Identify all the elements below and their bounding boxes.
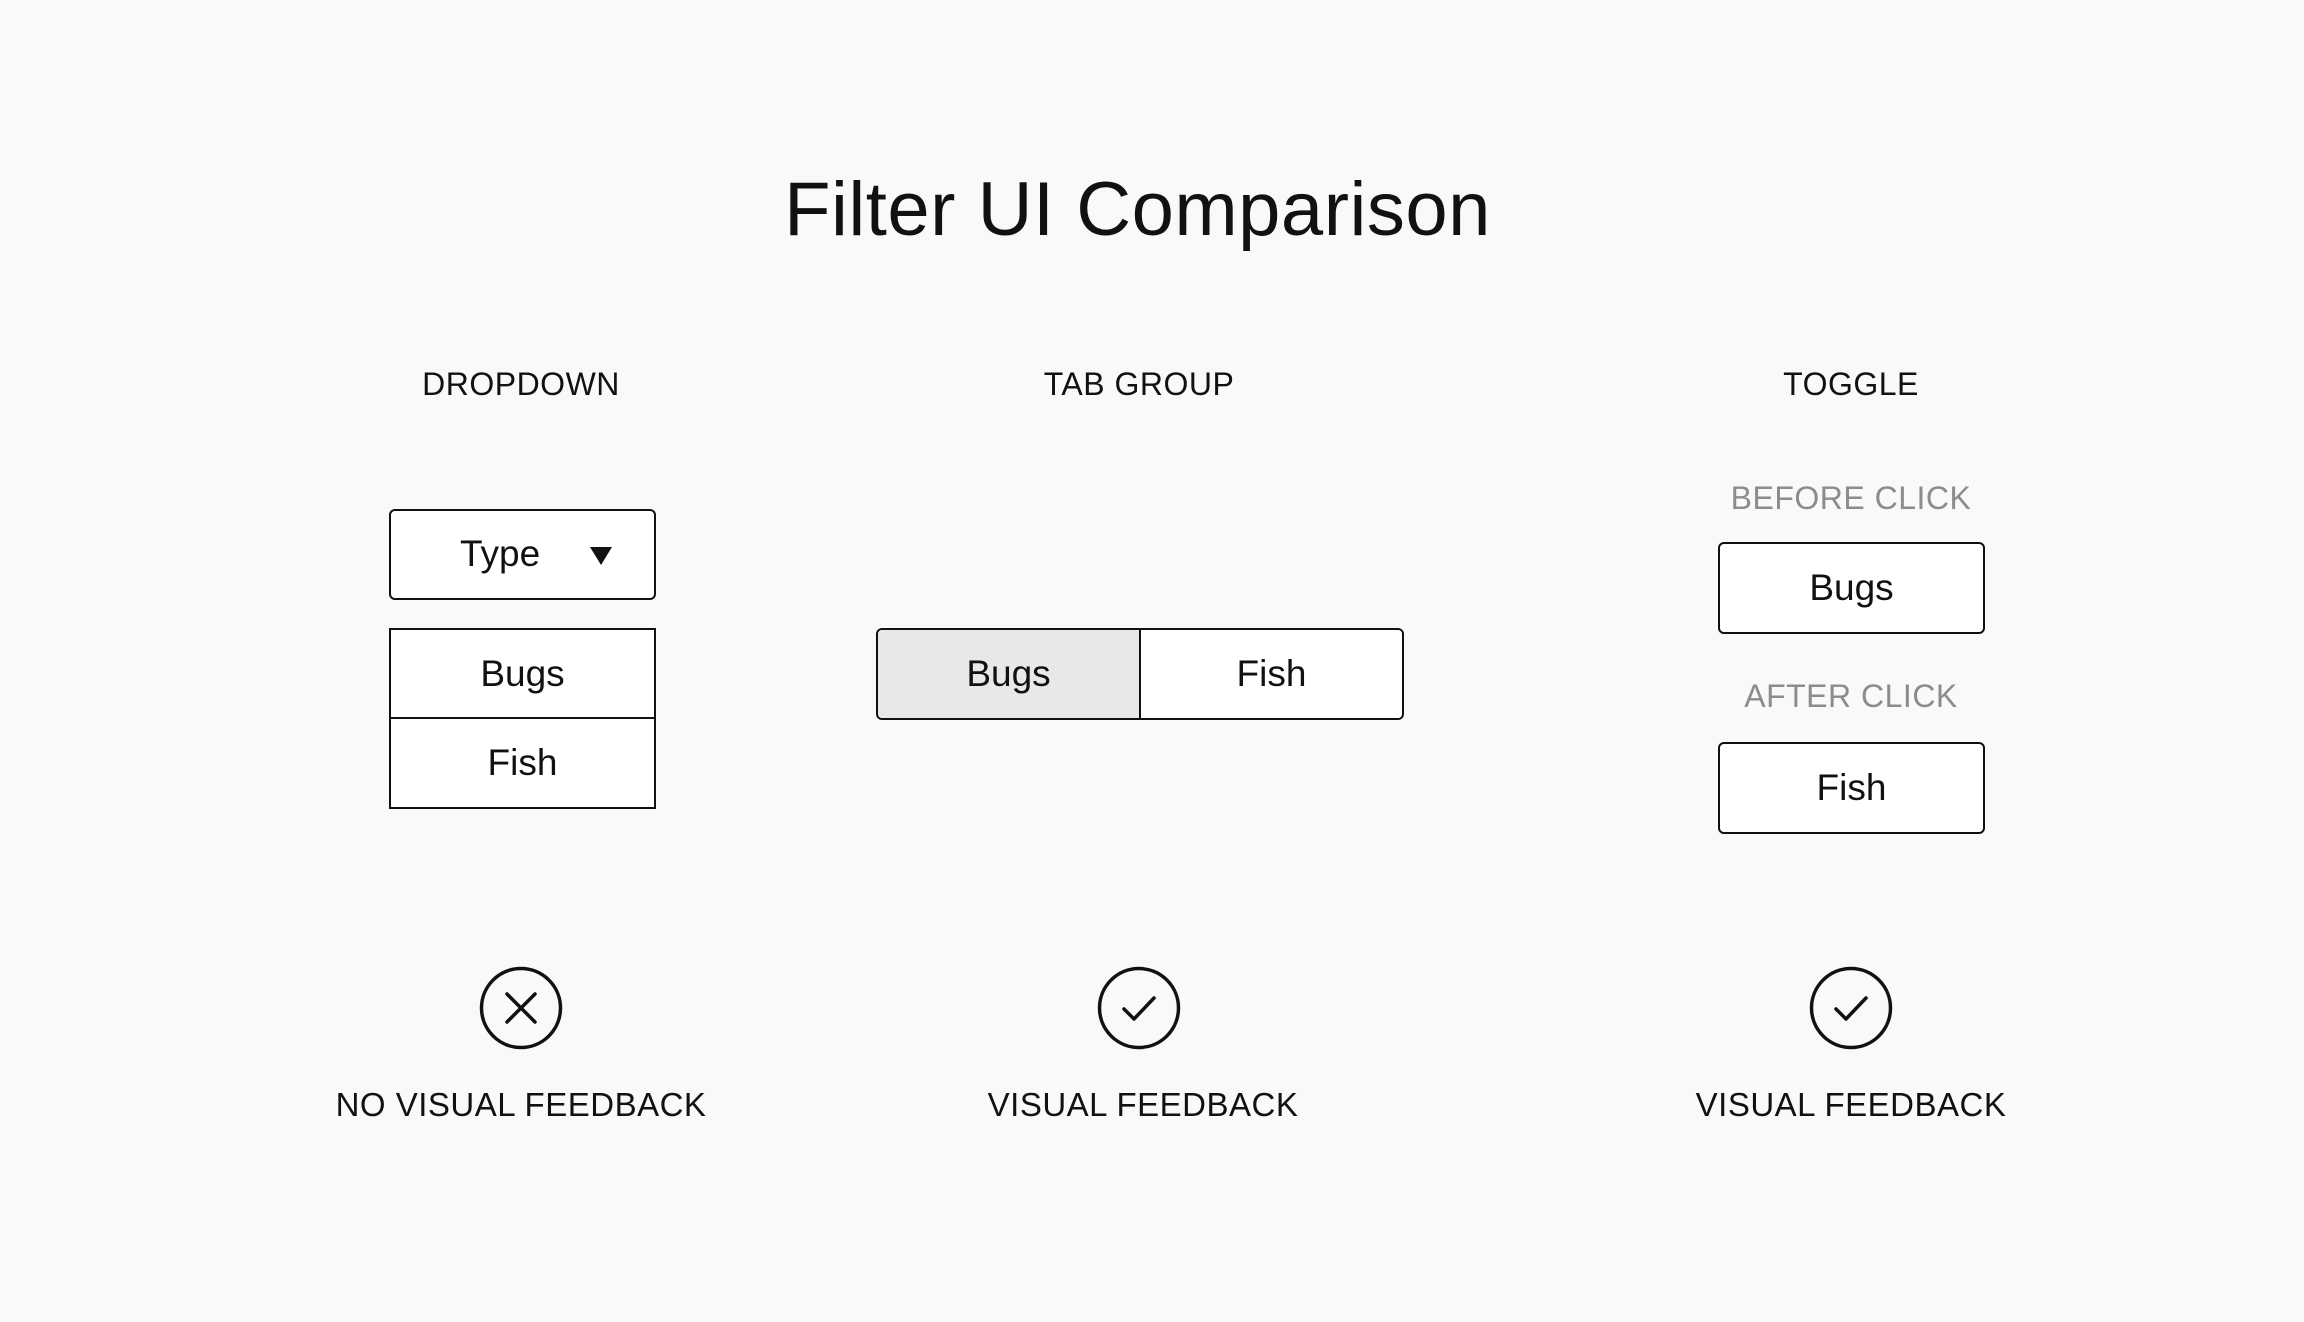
dropdown-option-bugs[interactable]: Bugs bbox=[389, 628, 656, 720]
dropdown-heading: DROPDOWN bbox=[422, 366, 620, 402]
tab-bugs[interactable]: Bugs bbox=[878, 630, 1141, 718]
check-circle-icon bbox=[1097, 966, 1181, 1050]
type-dropdown[interactable]: Type bbox=[389, 509, 656, 600]
dropdown-result-label: NO VISUAL FEEDBACK bbox=[335, 1086, 707, 1123]
dropdown-selected-value: Type bbox=[460, 533, 541, 574]
after-click-label: AFTER CLICK bbox=[1744, 678, 1958, 714]
x-circle-icon bbox=[479, 966, 563, 1050]
tab-fish[interactable]: Fish bbox=[1141, 630, 1402, 718]
tab-group-heading: TAB GROUP bbox=[1043, 366, 1235, 402]
toggle-button-after[interactable]: Fish bbox=[1718, 742, 1985, 834]
page-title: Filter UI Comparison bbox=[784, 167, 1491, 252]
check-circle-icon bbox=[1809, 966, 1893, 1050]
toggle-button-before[interactable]: Bugs bbox=[1718, 542, 1985, 634]
before-click-label: BEFORE CLICK bbox=[1730, 480, 1972, 516]
dropdown-option-fish[interactable]: Fish bbox=[389, 717, 656, 809]
tab-group: Bugs Fish bbox=[876, 628, 1404, 720]
toggle-result-label: VISUAL FEEDBACK bbox=[1695, 1086, 2007, 1123]
toggle-heading: TOGGLE bbox=[1783, 366, 1919, 402]
tab-group-result-label: VISUAL FEEDBACK bbox=[987, 1086, 1299, 1123]
caret-down-icon bbox=[590, 547, 612, 565]
